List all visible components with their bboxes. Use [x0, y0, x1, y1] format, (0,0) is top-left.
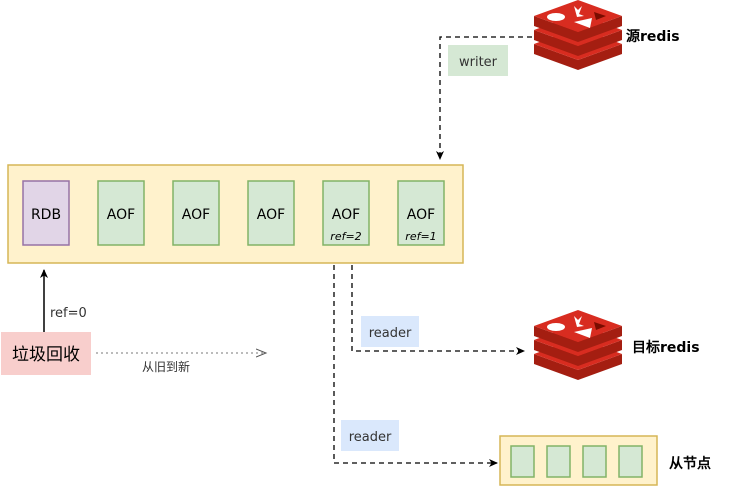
replica-slot: [546, 445, 571, 478]
reader-edge-replica: [333, 265, 498, 467]
block-ref-count: ref=2: [330, 230, 361, 243]
aof-block: [397, 180, 445, 246]
block-ref-count: ref=1: [405, 230, 436, 243]
reader-edge-target: [351, 265, 525, 355]
aof-block-label: AOF: [407, 207, 435, 223]
writer-edge: [436, 36, 532, 160]
aof-buffer-container: [7, 164, 464, 264]
aof-block-label: AOF: [107, 207, 135, 223]
reader-tag-2: reader: [349, 430, 392, 445]
rdb-block-label: RDB: [31, 207, 61, 223]
writer-tag: writer: [459, 55, 498, 70]
block-list: RDB AOF AOF AOF AOF ref=2 AOF ref=1: [22, 180, 445, 246]
aof-block-label: AOF: [182, 207, 210, 223]
gc-ref-label: ref=0: [50, 306, 87, 321]
replica-slot: [510, 445, 535, 478]
aof-block-label: AOF: [257, 207, 285, 223]
aof-block: [97, 180, 145, 246]
aof-block-label: AOF: [332, 207, 360, 223]
writer-tag-bg: [448, 45, 508, 76]
gc-label: 垃圾回收: [12, 345, 80, 365]
reader-tag-1: reader: [369, 326, 412, 341]
replica-slot: [582, 445, 607, 478]
source-redis-icon: [534, 0, 622, 70]
replica-slot-list: [510, 445, 643, 478]
replica-slot: [618, 445, 643, 478]
target-redis-icon: [534, 310, 622, 380]
target-redis-label: 目标redis: [632, 339, 700, 356]
gc-box: [1, 332, 91, 375]
reader-tag-1-bg: [361, 316, 419, 347]
gc-direction-label: 从旧到新: [142, 359, 190, 374]
source-redis-label: 源redis: [626, 28, 680, 45]
aof-block: [322, 180, 370, 246]
aof-block: [247, 180, 295, 246]
rdb-block: [22, 180, 70, 246]
replica-label: 从节点: [669, 455, 711, 472]
aof-block: [172, 180, 220, 246]
reader-tag-2-bg: [341, 420, 399, 451]
